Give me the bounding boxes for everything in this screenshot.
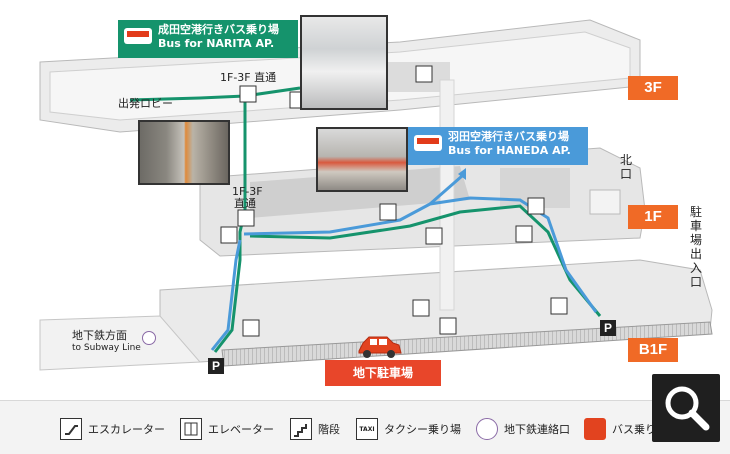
north-exit-label: 北口 (620, 153, 633, 181)
magnifier-icon (665, 386, 710, 431)
legend-label: 階段 (318, 423, 340, 436)
direct-1f-3f-label: 1F-3F 直通 (220, 71, 277, 84)
parking-p-icon: P (208, 358, 224, 374)
car-icon (355, 333, 403, 361)
legend-item-stairs: 階段 (290, 418, 340, 440)
subway-icon (476, 418, 498, 440)
subway-direction-en-label: to Subway Line (72, 343, 141, 353)
subway-icon (142, 331, 156, 345)
elevator-photo (138, 120, 230, 185)
haneda-bus-callout: 羽田空港行きバス乗り場 Bus for HANEDA AP. (408, 127, 588, 165)
legend-item-subway: 地下鉄連絡口 (476, 418, 570, 440)
elevator-icon (180, 418, 202, 440)
departure-lobby-label: 出発ロビー (118, 97, 173, 110)
legend-item-elevator: エレベーター (180, 418, 274, 440)
bus-icon (124, 28, 152, 44)
narita-bus-callout: 成田空港行きバス乗り場 Bus for NARITA AP. (118, 20, 298, 58)
haneda-bus-stop-photo (316, 127, 408, 192)
map-legend: エスカレーター エレベーター 階段 TAXI タクシー乗り場 地下鉄連絡口 バス… (0, 400, 730, 454)
legend-label: エスカレーター (88, 423, 165, 436)
subway-direction-label: 地下鉄方面 (72, 329, 127, 342)
legend-label: タクシー乗り場 (384, 423, 461, 436)
narita-callout-title: 成田空港行きバス乗り場 (158, 23, 279, 36)
floor-badge-1f: 1F (628, 205, 678, 229)
direct-mid-label-2: 直通 (234, 197, 256, 210)
bus-icon (584, 418, 606, 440)
underground-parking-label: 地下駐車場 (325, 360, 441, 386)
legend-item-escalator: エスカレーター (60, 418, 165, 440)
haneda-callout-title: 羽田空港行きバス乗り場 (448, 130, 569, 143)
direct-mid-label-1: 1F-3F (232, 185, 263, 198)
floor-badge-3f: 3F (628, 76, 678, 100)
escalator-icon (60, 418, 82, 440)
parking-entrance-label: 駐車場出入口 (690, 205, 703, 289)
narita-bus-stop-photo (300, 15, 388, 110)
taxi-sign: TAXI (359, 425, 375, 433)
floor-badge-b1f: B1F (628, 338, 678, 362)
bus-icon (414, 135, 442, 151)
legend-label: エレベーター (208, 423, 274, 436)
narita-callout-subtitle: Bus for NARITA AP. (158, 37, 275, 50)
legend-label: 地下鉄連絡口 (504, 423, 570, 436)
zoom-button[interactable] (652, 374, 720, 442)
legend-item-taxi: TAXI タクシー乗り場 (356, 418, 461, 440)
parking-p-icon: P (600, 320, 616, 336)
taxi-icon: TAXI (356, 418, 378, 440)
haneda-callout-subtitle: Bus for HANEDA AP. (448, 144, 571, 157)
stairs-icon (290, 418, 312, 440)
